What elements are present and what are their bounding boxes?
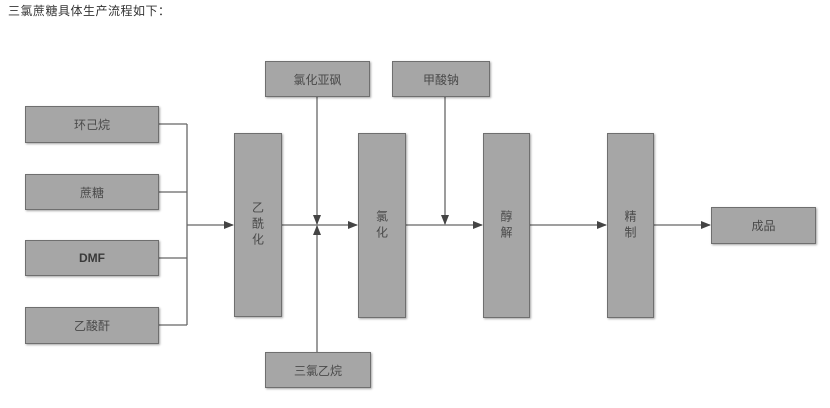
input-label: DMF — [79, 251, 105, 265]
step-label: 乙酰化 — [250, 201, 265, 249]
step-label: 醇解 — [499, 209, 513, 242]
additive-label: 氯化亚砜 — [293, 72, 342, 87]
product-box: 成品 — [711, 207, 816, 244]
input-label: 环己烷 — [73, 118, 110, 132]
step-acetylation-box: 乙酰化 — [234, 133, 282, 317]
step-alcoholysis-box: 醇解 — [483, 133, 530, 318]
input-label: 乙酸酐 — [73, 319, 110, 333]
step-refining-box: 精制 — [607, 133, 654, 318]
step-label: 精制 — [623, 209, 637, 242]
input-dmf-box: DMF — [25, 240, 159, 276]
additive-thionyl-chloride-box: 氯化亚砜 — [265, 61, 370, 97]
page-title: 三氯蔗糖具体生产流程如下： — [8, 4, 171, 18]
additive-label: 甲酸钠 — [422, 72, 459, 87]
input-sucrose-box: 蔗糖 — [25, 174, 159, 210]
step-label: 氯化 — [374, 209, 389, 242]
product-label: 成品 — [751, 219, 776, 233]
input-acetic-anhydride-box: 乙酸酐 — [25, 307, 159, 344]
step-chlorination-box: 氯化 — [358, 133, 406, 318]
input-cyclohexane-box: 环己烷 — [25, 106, 159, 143]
additive-trichloroethane-box: 三氯乙烷 — [265, 352, 371, 388]
input-label: 蔗糖 — [79, 185, 104, 200]
additive-sodium-formate-box: 甲酸钠 — [392, 61, 490, 97]
additive-label: 三氯乙烷 — [293, 363, 342, 378]
